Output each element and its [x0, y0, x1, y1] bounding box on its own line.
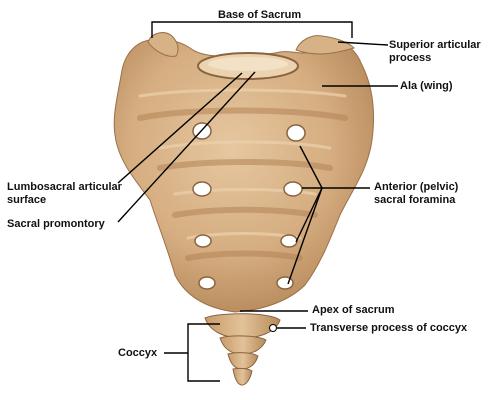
- label-anterior-foramina-line2: sacral foramina: [374, 194, 456, 206]
- label-lumbosacral-line1: Lumbosacral articular: [7, 181, 122, 193]
- label-coccyx: Coccyx: [118, 347, 158, 359]
- sacrum-body: [113, 38, 375, 313]
- label-apex-of-sacrum: Apex of sacrum: [312, 304, 395, 316]
- label-superior-articular-process: Superior articular process: [389, 39, 481, 65]
- label-anterior-foramina-line1: Anterior (pelvic): [374, 181, 459, 193]
- label-lumbosacral-articular-surface: Lumbosacral articular surface: [7, 181, 122, 207]
- label-superior-articular-process-line1: Superior articular: [389, 39, 481, 51]
- left-superior-articular-process: [147, 32, 179, 57]
- transverse-process-marker: [269, 324, 277, 332]
- coccyx-shape: [204, 313, 281, 386]
- transverse-ridges: [137, 107, 348, 261]
- label-anterior-sacral-foramina: Anterior (pelvic) sacral foramina: [374, 181, 458, 207]
- label-sacral-promontory: Sacral promontory: [7, 218, 105, 230]
- right-superior-articular-process: [295, 35, 355, 55]
- label-base-of-sacrum: Base of Sacrum: [218, 9, 302, 21]
- label-lumbosacral-line2: surface: [7, 194, 47, 206]
- label-transverse-process-of-coccyx: Transverse process of coccyx: [310, 322, 468, 334]
- label-ala: Ala (wing): [400, 80, 453, 92]
- label-superior-articular-process-line2: process: [389, 52, 432, 64]
- leader-lines: [117, 21, 398, 382]
